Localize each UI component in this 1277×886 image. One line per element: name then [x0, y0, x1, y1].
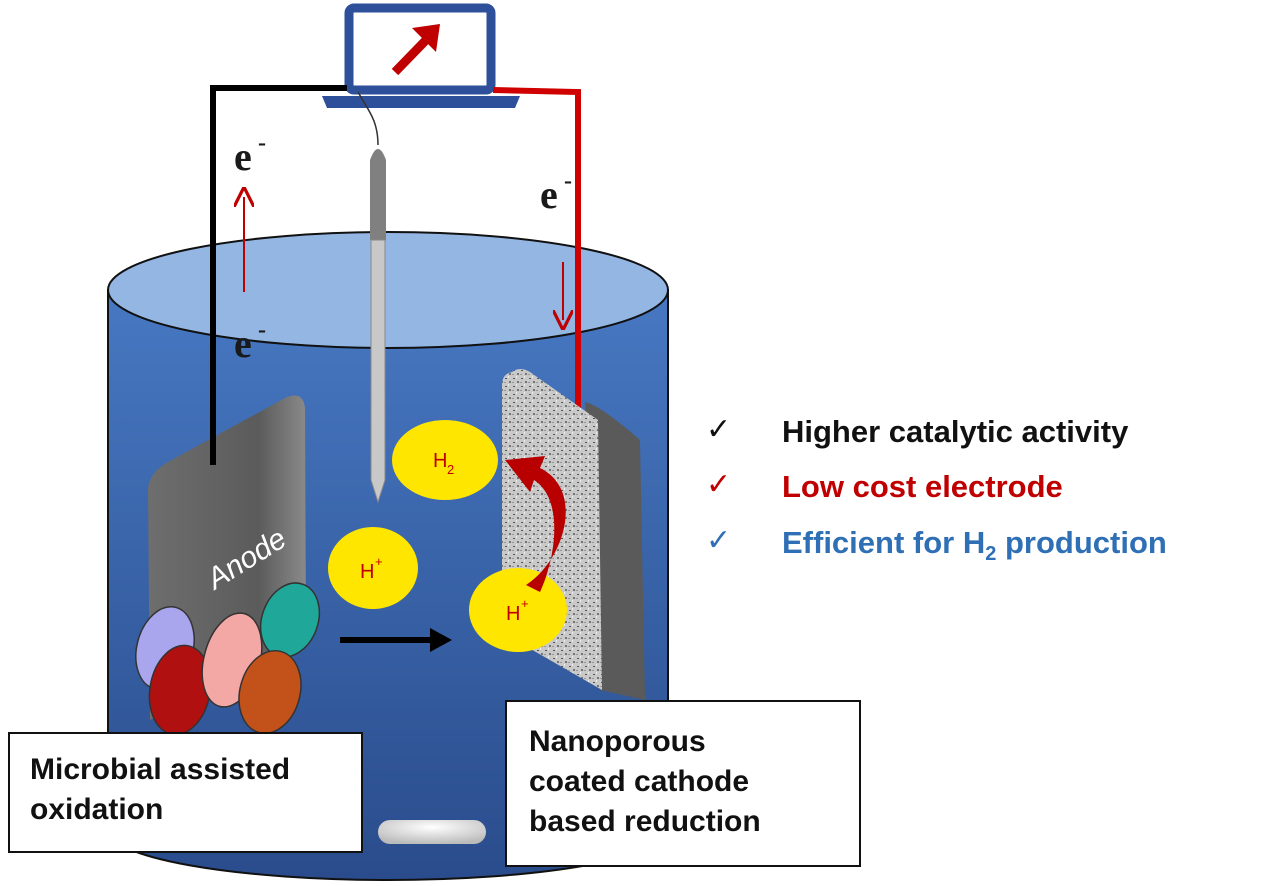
- svg-text:e: e: [234, 321, 252, 366]
- reference-probe: [357, 91, 386, 504]
- electron-label-right: e-: [540, 168, 572, 217]
- cathode-reduction-label-box: Nanoporous coated cathode based reductio…: [505, 700, 861, 867]
- checklist-item-1: Higher catalytic activity: [782, 414, 1129, 449]
- svg-text:-: -: [258, 130, 266, 156]
- svg-text:H: H: [433, 450, 447, 472]
- right-box-line1: Nanoporous: [529, 725, 706, 758]
- svg-text:e: e: [234, 134, 252, 179]
- right-box-line2: coated cathode: [529, 765, 750, 798]
- cathode-wire: [492, 87, 581, 418]
- proton-transfer-arrow: [340, 628, 452, 652]
- svg-text:+: +: [375, 554, 383, 569]
- svg-text:+: +: [521, 596, 529, 611]
- svg-text:-: -: [564, 168, 572, 194]
- check-icon: ✓: [706, 413, 732, 446]
- proton-ion-1: H+: [328, 527, 418, 609]
- item3-text: Efficient for H: [782, 525, 986, 560]
- checklist-item-3: Efficient for H2 production: [782, 525, 1167, 566]
- laptop-icon: [322, 3, 520, 108]
- svg-text:-: -: [258, 317, 266, 343]
- electron-label-bottom-left: e-: [234, 317, 266, 366]
- right-box-line3: based reduction: [529, 805, 761, 838]
- item3-subscript: 2: [985, 543, 997, 566]
- anode-wire: [210, 85, 347, 465]
- svg-text:H: H: [506, 603, 520, 625]
- check-icon: ✓: [706, 524, 732, 557]
- svg-text:2: 2: [447, 462, 454, 477]
- left-box-line1: Microbial assisted: [30, 753, 291, 786]
- left-box-line2: oxidation: [30, 793, 164, 826]
- checklist-item-2: Low cost electrode: [782, 469, 1063, 504]
- svg-text:H: H: [360, 561, 374, 583]
- stir-bar: [378, 820, 486, 844]
- microbes-icon: [135, 582, 321, 736]
- check-icon: ✓: [706, 468, 732, 501]
- reduction-curved-arrow: [505, 456, 566, 592]
- svg-text:e: e: [540, 172, 558, 217]
- proton-ion-2: H+: [469, 568, 567, 652]
- microbial-oxidation-label-box: Microbial assisted oxidation: [8, 732, 363, 853]
- item3-text-after: production: [996, 525, 1167, 560]
- electron-label-top-left: e-: [234, 130, 266, 179]
